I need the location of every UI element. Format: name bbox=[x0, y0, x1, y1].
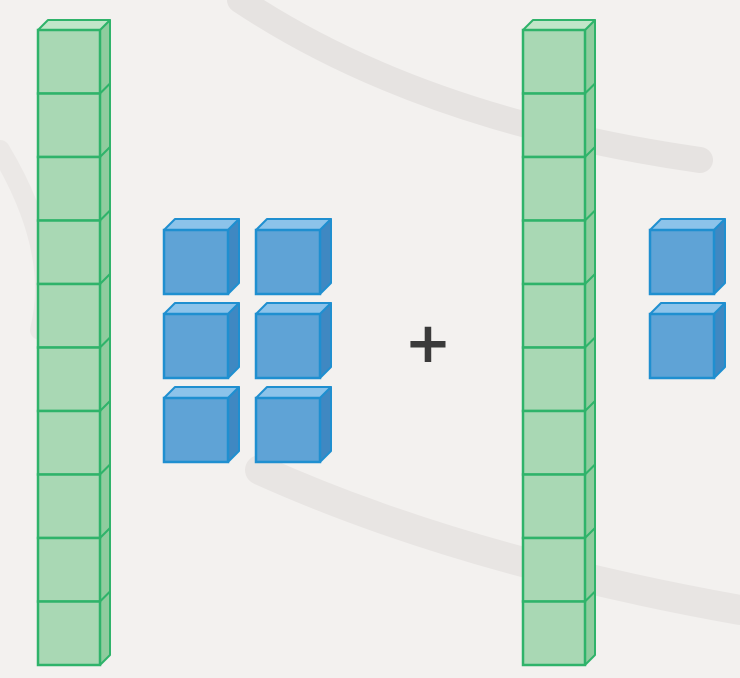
ten-rod-side-divider bbox=[584, 527, 596, 539]
ten-rod-side-divider bbox=[99, 209, 111, 222]
ten-rod bbox=[521, 19, 596, 667]
unit-cube-side bbox=[227, 386, 240, 463]
ten-rod-cell bbox=[521, 346, 587, 413]
unit-cube bbox=[162, 302, 240, 380]
unit-cube-top bbox=[649, 218, 726, 231]
ten-rod-cell bbox=[521, 92, 587, 159]
unit-cube bbox=[162, 386, 240, 464]
ten-rod-side-divider bbox=[584, 209, 596, 222]
ten-rod-cell bbox=[521, 28, 587, 95]
unit-cube-side bbox=[319, 218, 332, 295]
plus-icon: + bbox=[404, 311, 452, 376]
ten-rod-cell bbox=[36, 155, 102, 222]
background-swoosh bbox=[245, 455, 740, 625]
unit-cube bbox=[162, 218, 240, 296]
ten-rod-side-divider bbox=[99, 82, 111, 95]
ten-rod-cell bbox=[521, 219, 587, 286]
ten-rod-side-divider bbox=[584, 146, 596, 158]
unit-cube-top bbox=[255, 302, 332, 315]
ten-rod-side-divider bbox=[99, 146, 111, 158]
unit-cube-top bbox=[163, 302, 240, 315]
unit-cube-side bbox=[227, 302, 240, 379]
unit-cube-side bbox=[319, 386, 332, 463]
ten-rod-side-divider bbox=[99, 400, 111, 412]
ten-rod-cell bbox=[36, 28, 102, 95]
ten-rod-side-divider bbox=[584, 82, 596, 95]
ten-rod-side-divider bbox=[99, 273, 111, 285]
unit-cube bbox=[254, 386, 332, 464]
ten-rod-side-divider bbox=[99, 463, 111, 476]
unit-cube-top bbox=[163, 386, 240, 399]
ten-rod-side-divider bbox=[584, 273, 596, 285]
ten-rod-cell bbox=[521, 600, 587, 667]
ten-rod-cell bbox=[36, 219, 102, 286]
addend-2-group bbox=[521, 19, 726, 667]
unit-cube-side bbox=[319, 302, 332, 379]
unit-cube-top bbox=[255, 386, 332, 399]
unit-cube-front bbox=[162, 312, 230, 380]
unit-cube bbox=[254, 302, 332, 380]
ten-rod-side-divider bbox=[99, 590, 111, 603]
unit-cube-front bbox=[162, 396, 230, 464]
ten-rod-cell bbox=[521, 155, 587, 222]
ten-rod-side-divider bbox=[99, 336, 111, 349]
ten-rod-cell bbox=[521, 536, 587, 603]
unit-cube-front bbox=[254, 396, 322, 464]
ten-rod-cell bbox=[36, 282, 102, 349]
unit-cube-side bbox=[713, 218, 726, 295]
ten-rod-side-divider bbox=[584, 400, 596, 412]
unit-cube-side bbox=[227, 218, 240, 295]
ten-rod-cell bbox=[521, 409, 587, 476]
ten-rod-top bbox=[522, 19, 596, 31]
ten-rod-cell bbox=[36, 409, 102, 476]
background-swoosh bbox=[227, 0, 713, 173]
ten-rod-top bbox=[37, 19, 111, 31]
unit-cube-top bbox=[649, 302, 726, 315]
unit-cube-top bbox=[163, 218, 240, 231]
ten-rod-cell bbox=[36, 346, 102, 413]
unit-cube bbox=[648, 302, 726, 380]
ten-rod bbox=[36, 19, 111, 667]
ten-rod-cell bbox=[36, 92, 102, 159]
unit-cube bbox=[254, 218, 332, 296]
ten-rod-cell bbox=[36, 600, 102, 667]
ten-rod-side-divider bbox=[584, 463, 596, 476]
unit-cube-front bbox=[648, 312, 716, 380]
ten-rod-cell bbox=[521, 282, 587, 349]
unit-cube bbox=[648, 218, 726, 296]
unit-cube-front bbox=[254, 312, 322, 380]
unit-cube-top bbox=[255, 218, 332, 231]
ten-rod-cell bbox=[36, 536, 102, 603]
unit-cube-front bbox=[254, 228, 322, 296]
ten-rod-side-divider bbox=[99, 527, 111, 539]
unit-cube-front bbox=[648, 228, 716, 296]
addend-1-group bbox=[36, 19, 332, 667]
ten-rod-cell bbox=[36, 473, 102, 540]
ten-rod-side-divider bbox=[584, 336, 596, 349]
unit-cube-front bbox=[162, 228, 230, 296]
unit-cube-side bbox=[713, 302, 726, 379]
ten-rod-cell bbox=[521, 473, 587, 540]
ten-rod-side-divider bbox=[584, 590, 596, 603]
